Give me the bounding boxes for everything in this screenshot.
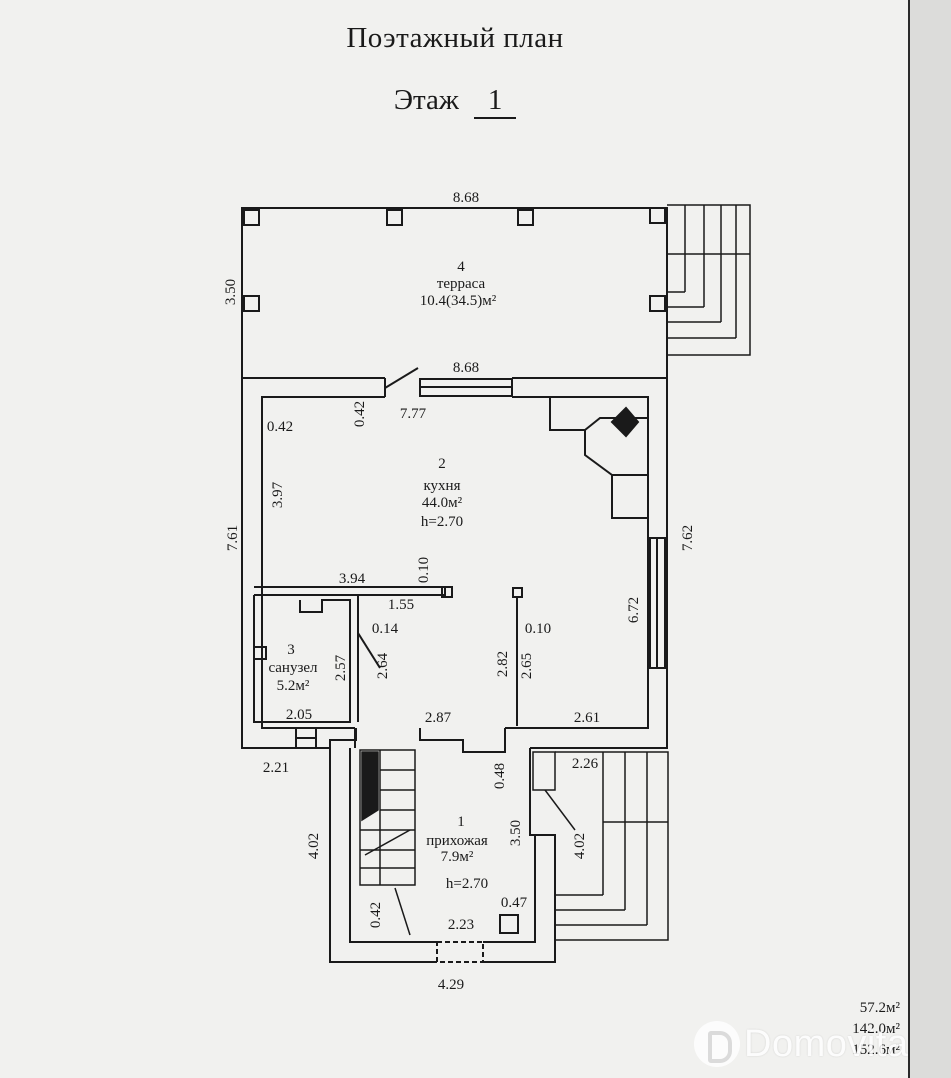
bathroom-number: 3 [287,642,295,658]
porch-stairs [532,751,669,941]
terrace-post [649,207,666,224]
kitchen-area: 44.0м² [422,495,463,511]
dim-label: 4.29 [438,977,464,993]
kitchen-name: кухня [423,478,460,494]
bathroom-area: 5.2м² [277,678,310,694]
dim-label: 0.42 [352,401,368,427]
dim-label: 0.14 [372,621,399,637]
watermark-text: Domovita [744,1022,909,1065]
hallway-number: 1 [457,814,465,830]
terrace-post [243,295,260,312]
dim-label: 2.82 [495,651,511,677]
bathroom-partition [254,586,446,596]
fireplace [549,397,648,519]
dim-label: 4.02 [306,833,322,859]
plan-title: Поэтажный план [346,22,564,54]
dim-label: 3.94 [339,571,366,587]
watermark-logo-icon [694,1021,740,1067]
hallway-stairs [359,749,416,936]
terrace-post [649,295,666,312]
house-inner-wall-right [505,396,649,729]
dim-label: 8.68 [453,360,479,376]
dim-label: 2.61 [574,710,600,726]
terrace-outline [241,207,668,378]
terrace-post [517,209,534,226]
hallway-inner-wall [349,748,536,943]
floor-label: Этаж [393,84,459,116]
dim-label: 7.62 [680,525,696,551]
bathroom-walls [253,595,351,723]
dim-label: 0.47 [501,895,528,911]
dim-label: 0.42 [368,902,384,928]
dim-label: 4.02 [572,833,588,859]
dim-label: 2.57 [333,654,349,681]
dim-label: 1.55 [388,597,414,613]
house-outer-wall-right [512,377,668,749]
dim-label: 7.77 [400,406,427,422]
area-totals: 57.2м² 142.0м² 152.6м² [800,998,900,1061]
dim-label: 0.42 [267,419,293,435]
dim-label: 8.68 [453,190,479,206]
terrace-post [386,209,403,226]
dim-label: 3.97 [270,481,286,508]
dim-label: 3.50 [508,820,524,846]
terrace-area: 10.4(34.5)м² [420,293,497,309]
dim-label: 2.23 [448,917,474,933]
meter-box [499,914,519,934]
partition-end [441,586,453,598]
dim-label: 7.61 [225,525,241,551]
hallway-name: прихожая [426,833,488,849]
dim-label: 2.64 [375,652,391,679]
watermark: Domovita [694,1016,944,1072]
total-line: 142.0м² [852,1021,900,1037]
bathroom-name: санузел [268,660,318,676]
total-line: 57.2м² [859,1000,900,1016]
house-outer-wall [241,377,385,749]
hallway-area: 7.9м² [441,849,474,865]
dim-label: 6.72 [626,597,642,623]
terrace-number: 4 [457,259,465,275]
terrace-stairs [667,204,751,356]
floor-heading: Этаж 1 [0,84,910,119]
terrace-post [243,209,260,226]
kitchen-number: 2 [438,456,446,472]
hallway-height: h=2.70 [446,876,488,892]
dim-label: 2.65 [519,653,535,679]
dim-label: 0.48 [492,763,508,789]
dim-label: 2.05 [286,707,312,723]
dim-label: 2.26 [572,756,599,772]
terrace-door [384,367,419,389]
bathroom-door [357,632,381,669]
dim-label: 3.50 [223,279,239,305]
floor-number: 1 [474,84,517,119]
kitchen-height: h=2.70 [421,514,463,530]
terrace-name: терраса [437,276,486,292]
entry-door-gap [436,941,484,963]
dim-label: 0.10 [416,557,432,583]
bathroom-fixture [253,646,267,660]
hallway-outer-wall [329,748,556,963]
page-edge [908,0,951,1078]
dim-label: 2.87 [425,710,452,726]
dim-label: 0.10 [525,621,551,637]
hall-partition-post [512,587,523,598]
dim-label: 2.21 [263,760,289,776]
total-line: 152.6м² [852,1042,900,1058]
